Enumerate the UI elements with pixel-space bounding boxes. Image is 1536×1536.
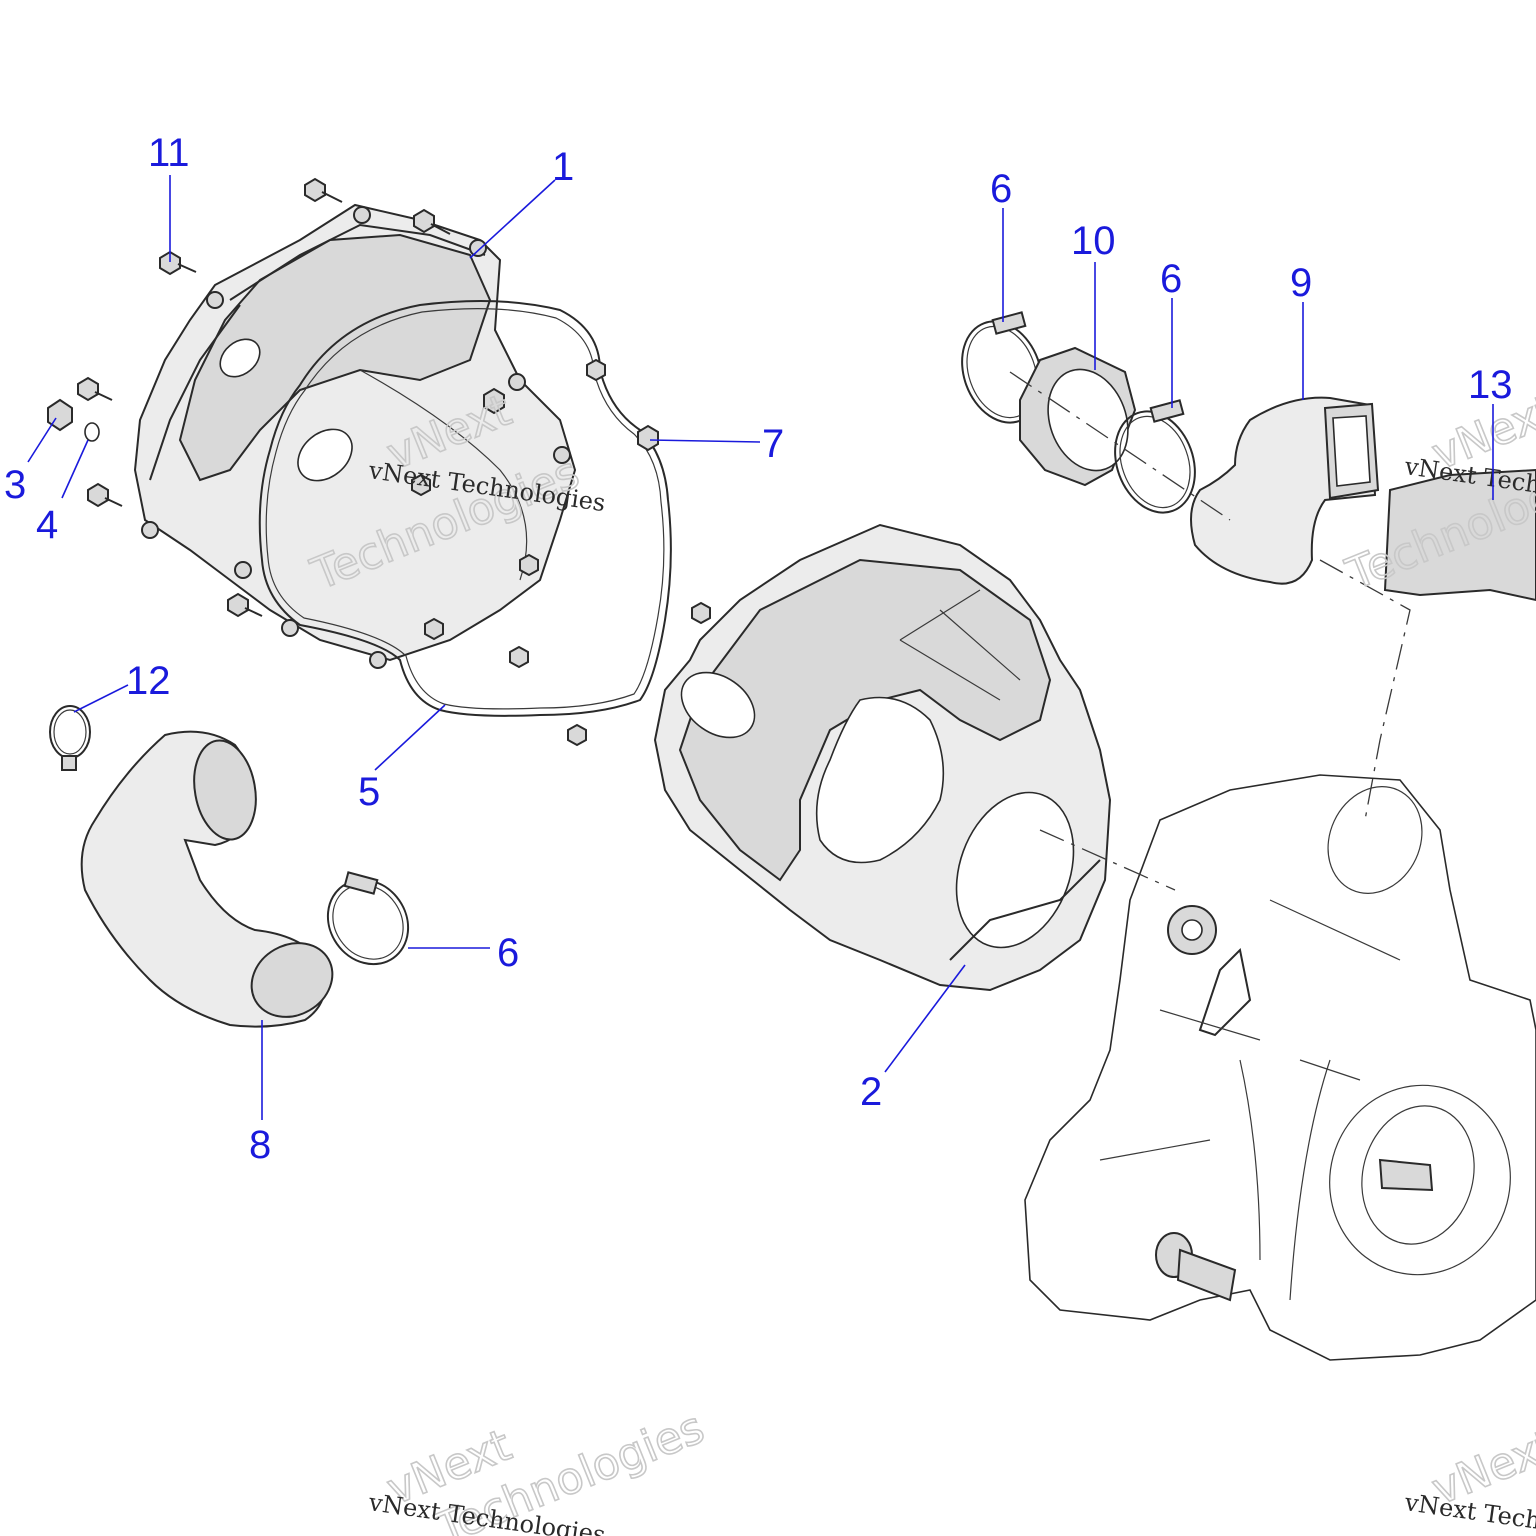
callout-1: 1 — [552, 145, 574, 189]
leader-3 — [27, 417, 57, 463]
washer — [84, 422, 100, 442]
cover-seal-gasket — [258, 300, 672, 717]
duct-cover-piece — [1383, 468, 1536, 602]
center-line-duct — [1009, 371, 1411, 821]
callout-13: 13 — [1468, 363, 1513, 407]
center-line-cover — [1039, 829, 1176, 891]
watermark-bottom-right: vNext vNext Technologies — [1402, 1419, 1536, 1536]
callout-4: 4 — [36, 503, 58, 547]
callout-12: 12 — [126, 659, 171, 703]
transmission-assembly — [1024, 774, 1536, 1361]
callout-5: 5 — [358, 770, 380, 814]
callout-2: 2 — [860, 1070, 882, 1114]
leader-4 — [61, 439, 89, 499]
leader-5 — [374, 704, 446, 771]
small-hose-clamp — [49, 705, 91, 771]
leader-2 — [884, 964, 966, 1073]
cover-screws — [77, 177, 451, 618]
callout-10: 10 — [1071, 219, 1116, 263]
callout-3: 3 — [4, 463, 26, 507]
leader-7 — [649, 439, 761, 443]
watermark-bottom-left: vNext Technologies vNext Technologies — [366, 1401, 712, 1536]
duct-adapter — [1019, 346, 1137, 487]
callout-leaders — [27, 175, 1494, 1120]
callout-6-lower: 6 — [497, 931, 519, 975]
intake-duct — [80, 730, 334, 1028]
callout-6-upper-left: 6 — [990, 167, 1012, 211]
hose-clamp-lower — [326, 871, 410, 966]
callout-11: 11 — [148, 131, 190, 175]
callout-9: 9 — [1290, 261, 1312, 305]
callout-labels: 1 2 3 4 5 6 6 6 7 8 9 10 11 12 13 — [4, 131, 1513, 1167]
callout-6-upper-right: 6 — [1160, 257, 1182, 301]
elbow-duct — [1190, 396, 1380, 585]
cover-seal-gasket-inner — [265, 308, 665, 710]
callout-8: 8 — [249, 1123, 271, 1167]
stud-nuts — [411, 358, 711, 747]
leader-1 — [469, 179, 556, 259]
callout-7: 7 — [762, 422, 784, 466]
hose-clamp-upper-right — [1114, 399, 1196, 514]
inner-clutch-cover — [653, 523, 1112, 992]
leader-12 — [73, 684, 129, 713]
outer-clutch-cover — [133, 203, 577, 669]
